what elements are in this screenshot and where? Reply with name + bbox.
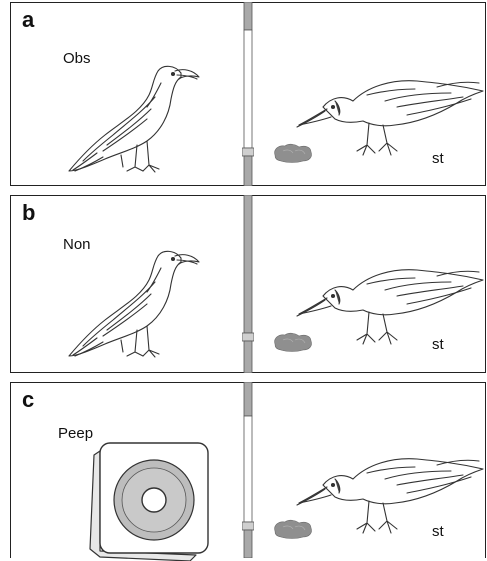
condition-label: Obs: [63, 50, 91, 67]
barrier-partition: [242, 195, 254, 373]
foraging-raven-drawing: [296, 269, 484, 345]
panel-letter: b: [22, 200, 36, 225]
barrier-partition: [242, 382, 254, 558]
condition-label: Peep: [58, 425, 94, 442]
barrier-partition: [242, 2, 254, 186]
foraging-raven-drawing: [296, 80, 484, 156]
stimulus-label: st: [432, 150, 444, 167]
standing-raven-drawing: [68, 65, 200, 173]
panel-letter: a: [22, 7, 35, 32]
foraging-raven-drawing: [296, 458, 484, 534]
panel-b: b Non st: [10, 195, 486, 373]
speaker-icon: [89, 442, 209, 561]
stimulus-label: st: [432, 523, 444, 540]
condition-label: Non: [63, 236, 91, 253]
panel-a: a Obs st: [10, 2, 486, 186]
panel-c: c Peep st: [10, 382, 486, 561]
standing-raven-drawing: [68, 250, 200, 358]
panel-letter: c: [22, 387, 35, 412]
stimulus-label: st: [432, 336, 444, 353]
